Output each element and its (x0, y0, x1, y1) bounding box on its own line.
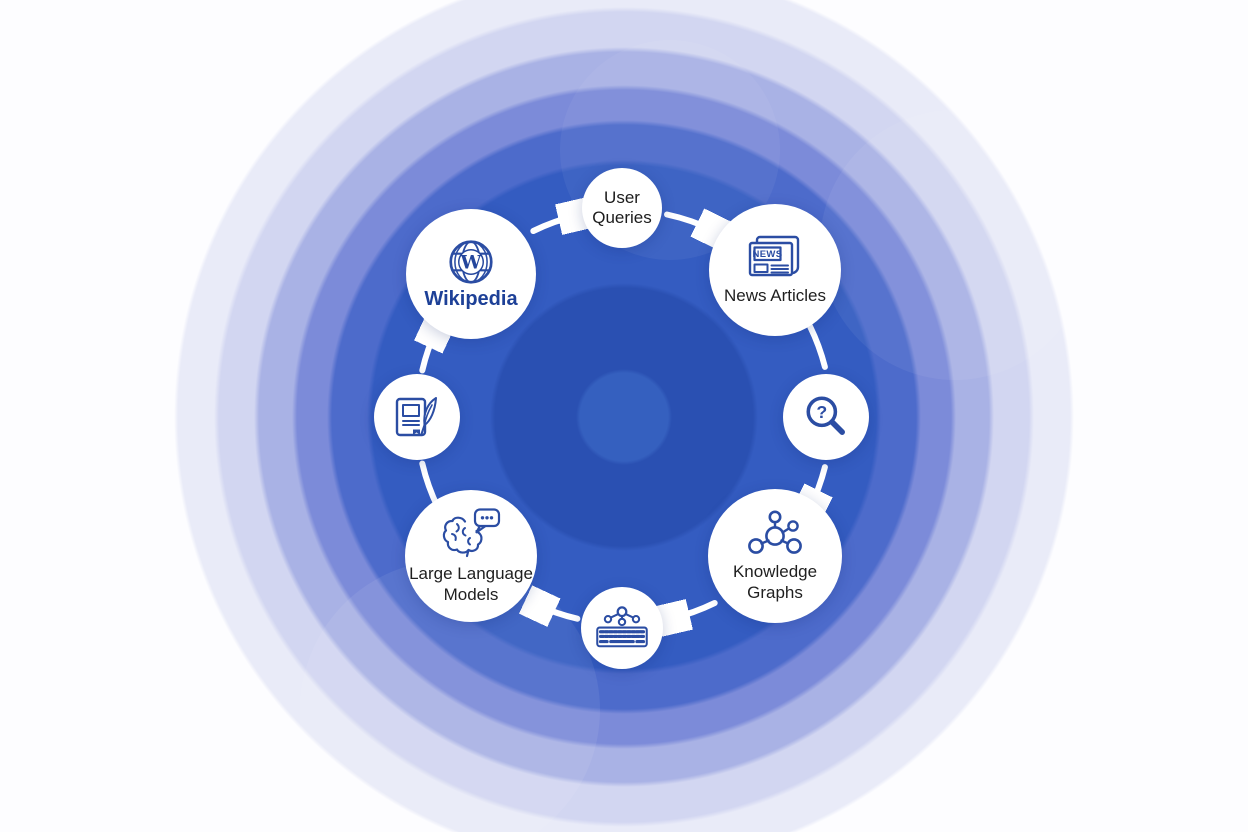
newspaper-icon: NEWS (744, 233, 806, 283)
node-text-network (581, 587, 663, 669)
node-large-language-models: Large Language Models (405, 490, 537, 622)
network-keyboard-icon (594, 605, 650, 652)
node-label: Knowledge Graphs (732, 562, 818, 602)
node-label: News Articles (723, 286, 827, 306)
node-news-articles: NEWS News Articles (709, 204, 841, 336)
node-wikipedia: W Wikipedia (406, 209, 536, 339)
document-quill-icon (392, 394, 442, 440)
node-knowledge-graphs: Knowledge Graphs (708, 489, 842, 623)
graph-nodes-icon (746, 509, 804, 559)
node-document-quill (374, 374, 460, 460)
svg-text:NEWS: NEWS (752, 250, 782, 261)
node-label: User Queries (592, 187, 652, 227)
node-label: Large Language Models (409, 564, 533, 604)
wikipedia-globe-icon: W (444, 238, 498, 286)
magnifier-question-icon: ? (802, 393, 850, 441)
node-user-queries: User Queries (582, 168, 662, 248)
svg-text:?: ? (816, 402, 827, 422)
node-label: Wikipedia (424, 288, 518, 310)
node-search-question: ? (783, 374, 869, 460)
concentric-rings (174, 0, 1074, 832)
brain-chat-icon (440, 507, 502, 561)
svg-text:W: W (460, 252, 483, 274)
